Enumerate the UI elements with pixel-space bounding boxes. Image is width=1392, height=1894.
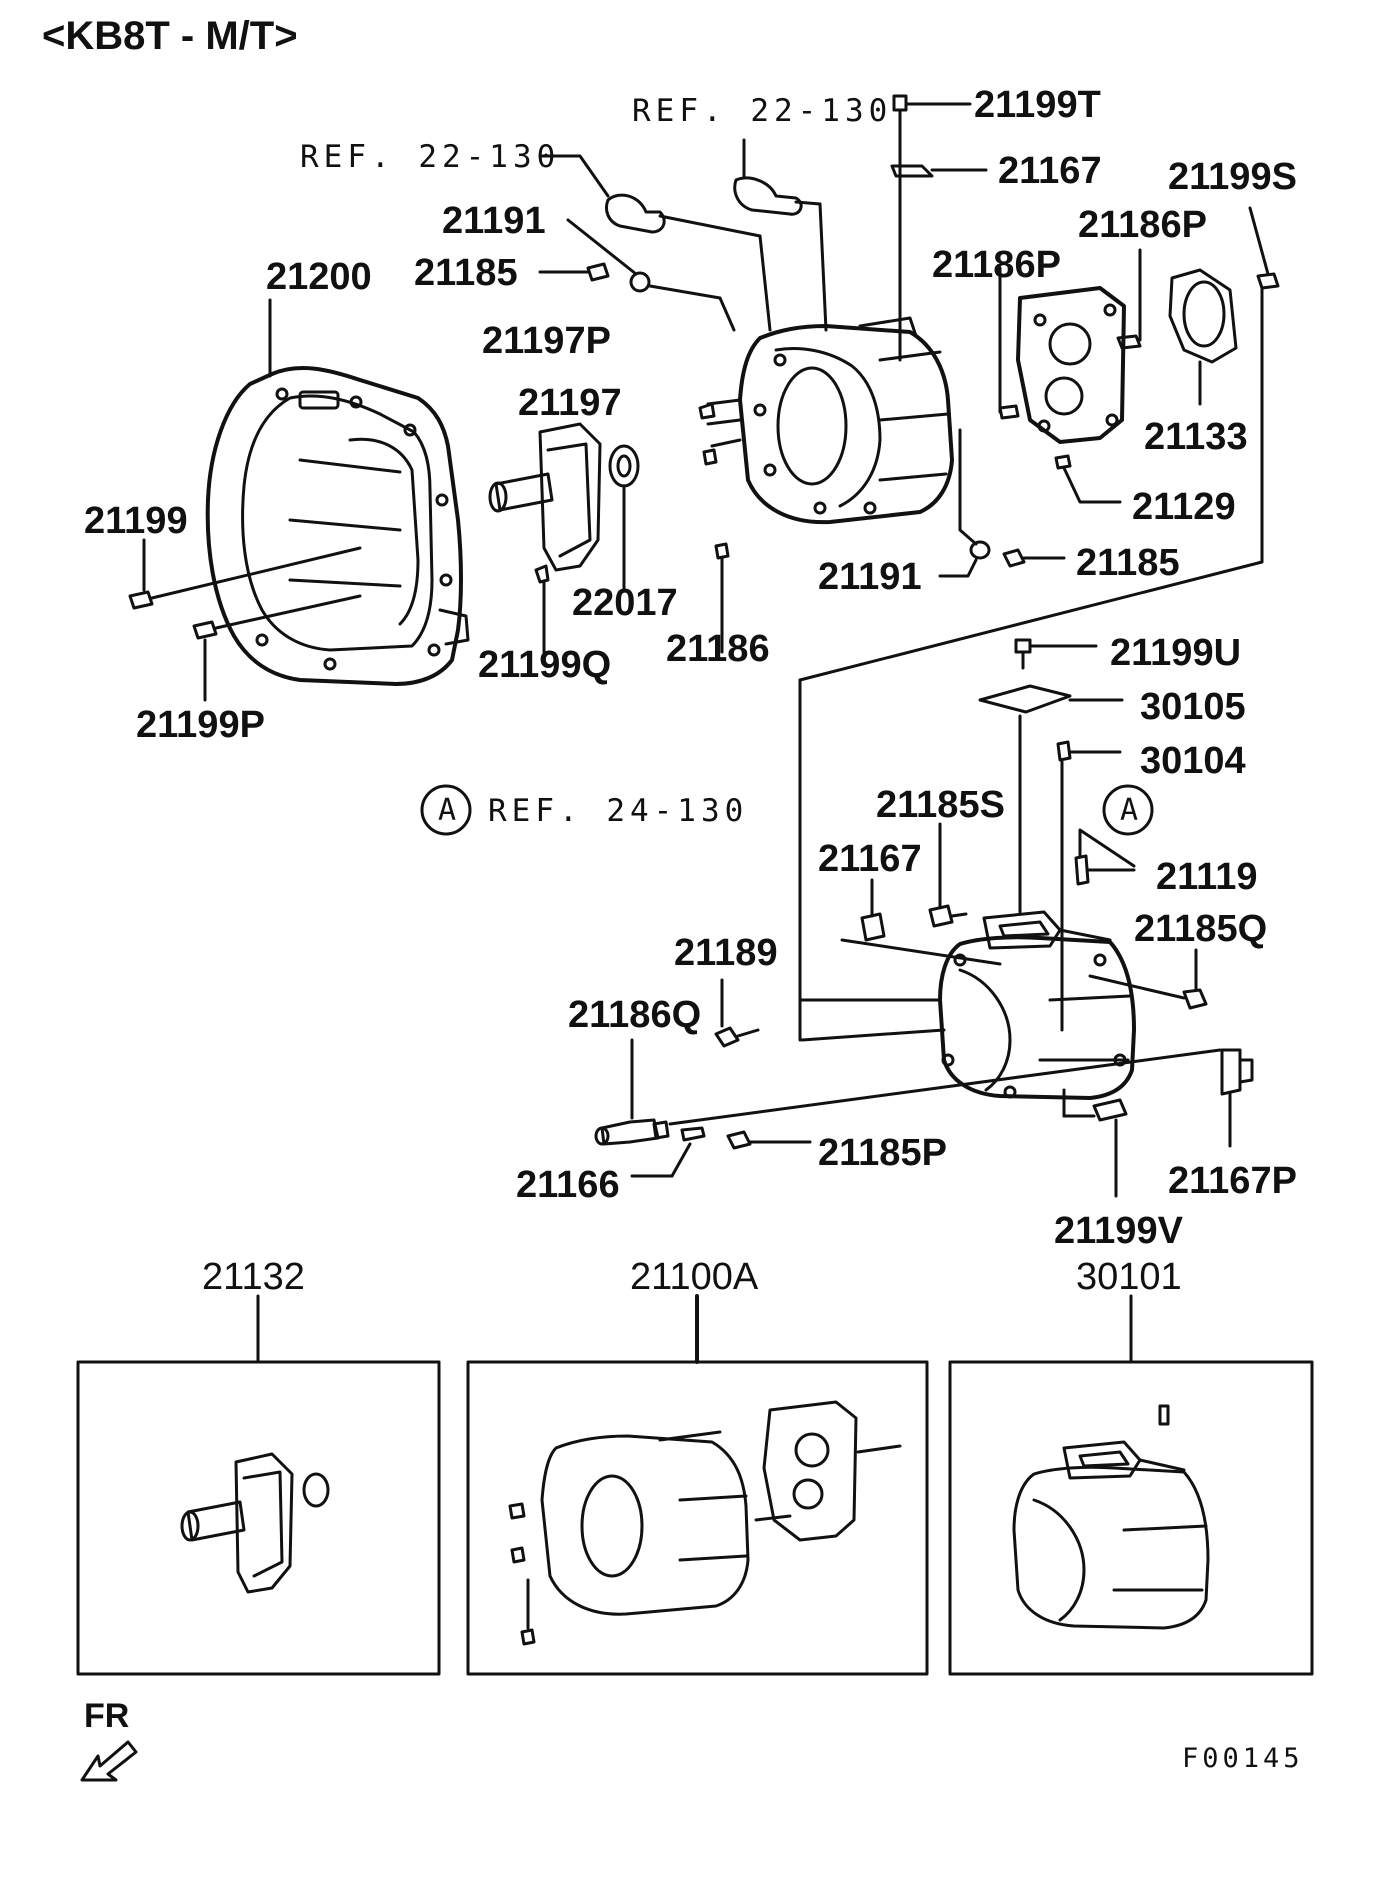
assembly-label-21132: 21132 [202,1256,305,1298]
part-label-21186P-a: 21186P [1078,204,1207,246]
part-label-21167P: 21167P [1168,1160,1297,1202]
bolt-21199P-drawing [192,594,362,702]
part-label-21199U: 21199U [1110,632,1242,674]
wiring-harness-drawing [538,138,828,332]
cover-plate-drawing [978,638,1124,1032]
transmission-case-drawing [698,316,954,654]
part-label-21186: 21186 [666,628,770,670]
part-label-21199T: 21199T [974,84,1101,126]
part-label-21199S: 21199S [1168,156,1297,198]
part-label-21185-top: 21185 [414,252,518,294]
assembly-21100A-drawing [508,1400,902,1646]
bolt-21199T-drawing [890,94,988,362]
switch-group-drawing [594,978,1222,1178]
part-label-21185P: 21185P [818,1132,947,1174]
part-label-21133: 21133 [1144,416,1248,458]
ref-label-center: REF. 24-130 [488,793,749,829]
front-cover-drawing [488,422,640,654]
part-label-21199P: 21199P [136,704,265,746]
part-label-21129: 21129 [1132,486,1236,528]
part-label-30105: 30105 [1140,686,1246,728]
front-direction-label: FR [84,1697,130,1735]
bolt-21199-drawing [128,538,362,610]
part-label-21186P-b: 21186P [932,244,1061,286]
rear-cover-drawing [998,206,1280,564]
bracket-21167P-drawing [1220,1048,1254,1148]
part-label-22017: 22017 [572,582,678,624]
ref-label-top-left: REF. 22-130 [300,139,561,175]
callout-letter-right: A [1120,793,1139,828]
part-label-21197: 21197 [518,382,622,424]
part-label-21185-mid: 21185 [1076,542,1180,584]
part-label-21197P: 21197P [482,320,611,362]
assembly-30101-drawing [1012,1404,1210,1630]
ref-label-top-center: REF. 22-130 [632,93,893,129]
part-label-21199Q: 21199Q [478,644,612,686]
plug-21185S-drawing [928,822,1136,928]
sensor-21191-drawing [938,428,1066,578]
part-label-21167-top: 21167 [998,150,1102,192]
front-direction-arrow [80,1740,138,1782]
part-label-21185Q: 21185Q [1134,908,1268,950]
part-label-21200: 21200 [266,256,372,298]
part-label-21199V: 21199V [1054,1210,1183,1252]
part-label-21189: 21189 [674,932,778,974]
leader-lines-drawing [798,560,1264,1038]
part-label-21166: 21166 [516,1164,620,1206]
clutch-housing-drawing [205,366,470,686]
bracket-21167-drawing [840,878,1002,966]
part-label-21191-mid: 21191 [818,556,922,598]
part-label-21191-top: 21191 [442,200,546,242]
callout-circle-left [420,784,472,836]
callout-circle-right [1102,784,1154,836]
part-label-30104: 30104 [1140,740,1246,782]
part-label-21199: 21199 [84,500,188,542]
assembly-21132-drawing [180,1452,330,1594]
bolt-21199V-drawing [1062,1088,1128,1198]
plug-21185Q-drawing [1088,948,1208,1010]
drawing-code: F00145 [1182,1743,1304,1774]
part-label-21186Q: 21186Q [568,994,702,1036]
part-label-21119: 21119 [1156,856,1258,898]
assembly-label-21100A: 21100A [630,1256,759,1298]
diagram-title: <KB8T - M/T> [42,14,298,58]
part-label-21185S: 21185S [876,784,1005,826]
assembly-label-30101: 30101 [1076,1256,1182,1298]
callout-letter-left: A [438,793,457,828]
assembly-boxes-drawing [76,1294,1314,1676]
part-label-21167-mid: 21167 [818,838,922,880]
